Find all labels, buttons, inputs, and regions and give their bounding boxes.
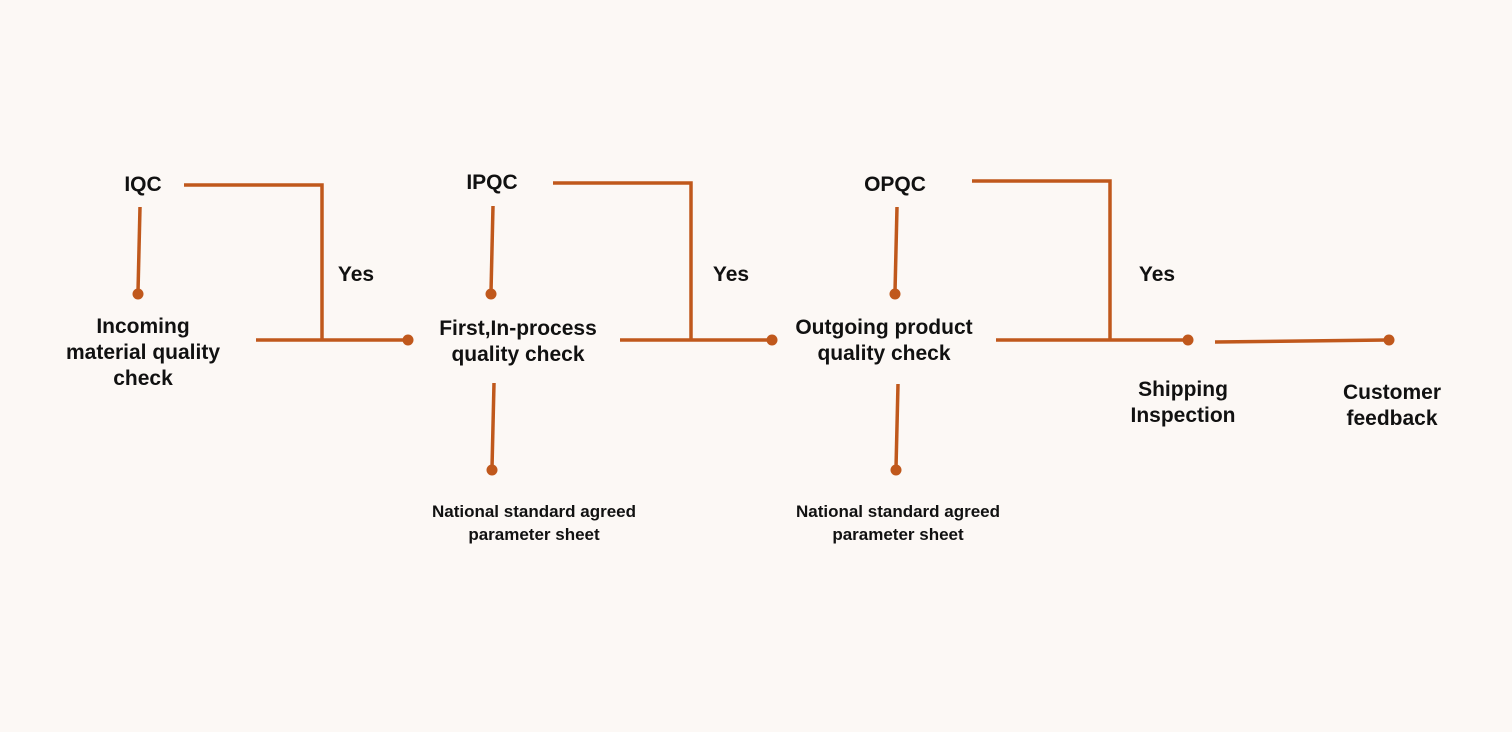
opqc-yes-path [972, 179, 1112, 340]
iqc-name-line: material quality [65, 341, 221, 364]
opqc-stage-name: Outgoing product quality check [769, 315, 999, 367]
ipqc-stem-line [489, 205, 495, 293]
opqc-yes-label: Yes [1138, 263, 1176, 286]
ipqc-name-line: quality check [451, 343, 585, 366]
iqc-name-line: check [113, 367, 173, 390]
iqc-yes-path [184, 183, 324, 340]
ipqc-yes-label: Yes [712, 263, 750, 286]
shipping-name-line: Inspection [1130, 404, 1236, 427]
opqc-reference-line-text: National standard agreed [795, 502, 1001, 521]
iqc-name-line: Incoming [96, 315, 190, 338]
iqc-code-label: IQC [124, 173, 162, 196]
ipqc-reference-label: National standard agreed parameter sheet [401, 500, 667, 546]
ipqc-stem-dot [485, 288, 497, 300]
opqc-code-label: OPQC [864, 173, 926, 196]
feedback-name-line: Customer [1342, 381, 1442, 404]
shipping-name-line: Shipping [1138, 378, 1228, 401]
feedback-name-line: feedback [1346, 407, 1438, 430]
iqc-stem-dot [132, 288, 144, 300]
opqc-reference-line [894, 383, 900, 469]
iqc-stage-name: Incoming material quality check [43, 314, 243, 392]
opqc-reference-dot [890, 464, 902, 476]
opqc-stem-line [893, 206, 899, 293]
ipqc-reference-line [490, 382, 496, 469]
opqc-name-line: Outgoing product [795, 316, 973, 339]
ipqc-yes-path [553, 181, 693, 340]
shipping-input-dot [1182, 334, 1194, 346]
opqc-reference-line-text: parameter sheet [832, 525, 964, 544]
opqc-input-dot [766, 334, 778, 346]
ipqc-code-label: IPQC [466, 171, 518, 194]
ipqc-name-line: First,In-process [439, 317, 597, 340]
ipqc-stage-name: First,In-process quality check [408, 316, 628, 368]
iqc-stem-line [136, 206, 142, 293]
ipqc-reference-line-text: National standard agreed [431, 502, 637, 521]
shipping-to-feedback-line [1214, 338, 1388, 344]
iqc-yes-label: Yes [337, 263, 375, 286]
shipping-stage-name: Shipping Inspection [1103, 377, 1263, 429]
opqc-stem-dot [889, 288, 901, 300]
ipqc-input-dot [402, 334, 414, 346]
opqc-reference-label: National standard agreed parameter sheet [765, 500, 1031, 546]
opqc-name-line: quality check [817, 342, 951, 365]
ipqc-reference-dot [486, 464, 498, 476]
feedback-stage-name: Customer feedback [1312, 380, 1472, 432]
ipqc-reference-line-text: parameter sheet [468, 525, 600, 544]
feedback-input-dot [1383, 334, 1395, 346]
